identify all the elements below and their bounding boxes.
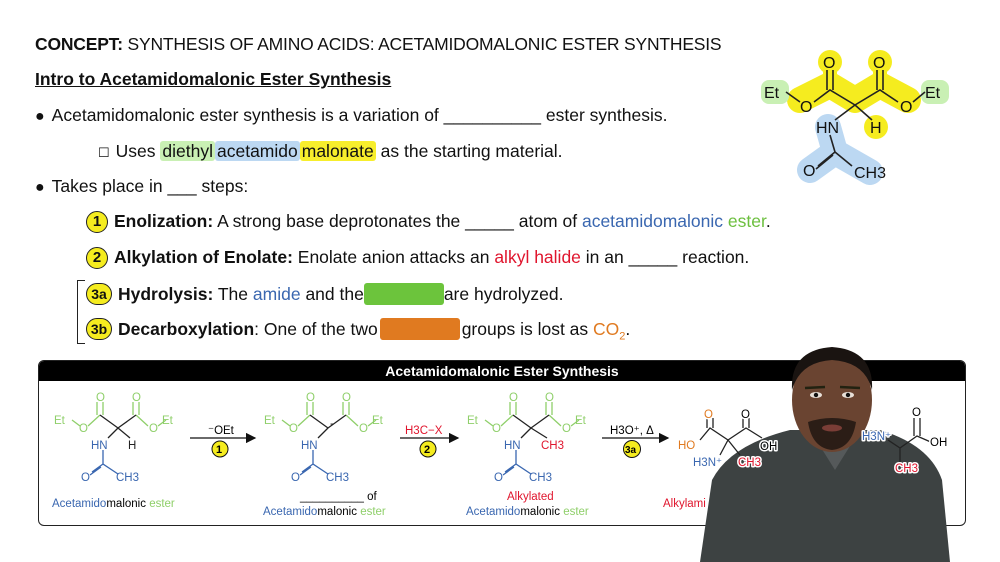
atom-et: Et: [54, 415, 66, 427]
step-number-badge: 2: [86, 247, 108, 269]
atom-o: O: [359, 423, 368, 435]
ch-bond: [117, 427, 131, 439]
atom-et: Et: [264, 415, 276, 427]
svg-text:Et: Et: [764, 85, 780, 102]
svg-text:H3N⁺: H3N⁺: [693, 457, 722, 469]
bullet-steps: ●Takes place in ___ steps:: [35, 176, 249, 196]
svg-text:OH: OH: [930, 437, 947, 449]
atom-o: O: [492, 423, 501, 435]
svg-text:CH3: CH3: [854, 165, 886, 182]
green-blank-box: [363, 283, 444, 305]
acetamidomalonate-structure: Et O O O O Et HN H O CH3: [761, 50, 949, 185]
panel-title: Acetamidomalonic Ester Synthesis: [39, 361, 965, 381]
atom-o: O: [81, 472, 90, 484]
svg-text:H3N⁺: H3N⁺: [862, 431, 891, 443]
ester-bonds: [281, 402, 377, 427]
svg-text:O: O: [912, 407, 921, 419]
atom-o: O: [149, 423, 158, 435]
atom-o: O: [342, 392, 351, 404]
bracket: [77, 280, 85, 344]
svg-text:CH3: CH3: [895, 463, 918, 475]
atom-hn: HN: [91, 440, 108, 452]
svg-text:O: O: [704, 409, 713, 421]
atom-o: O: [79, 423, 88, 435]
atom-o: O: [132, 392, 141, 404]
svg-text:3a: 3a: [625, 445, 637, 456]
atom-o: O: [291, 472, 300, 484]
hydrolysis-product: O O HO OH H3N⁺ CH3: [677, 408, 779, 471]
label-alkylated-ester: Acetamidomalonic ester: [466, 506, 589, 518]
svg-text:O: O: [800, 99, 812, 116]
svg-text:1: 1: [216, 444, 222, 456]
svg-text:O: O: [900, 99, 912, 116]
atom-o: O: [509, 392, 518, 404]
amide-bonds: [502, 450, 532, 476]
svg-text:Et: Et: [925, 85, 941, 102]
ester-bonds: [71, 402, 167, 427]
atom-o: O: [545, 392, 554, 404]
atom-o: O: [562, 423, 571, 435]
atom-h: H: [128, 440, 136, 452]
backbone-bonds: [309, 414, 347, 439]
svg-text:CH3: CH3: [738, 457, 761, 469]
atom-o: O: [494, 472, 503, 484]
svg-text:O: O: [803, 163, 815, 180]
reagent-acid-heat: H3O⁺, Δ: [610, 425, 654, 437]
atom-ch3: CH3: [116, 472, 139, 484]
atom-ch3: CH3: [326, 472, 349, 484]
amide-bonds: [299, 450, 329, 476]
step-number-badge: 3b: [86, 318, 112, 340]
atom-ch3: CH3: [529, 472, 552, 484]
label-alkylamino: Alkylami: [663, 498, 706, 510]
svg-text:HN: HN: [816, 120, 839, 137]
reagent-ethoxide: ⁻OEt: [208, 425, 235, 437]
bullet-variation: ●Acetamidomalonic ester synthesis is a v…: [35, 105, 668, 125]
amide-bonds: [89, 450, 119, 476]
section-subtitle: Intro to Acetamidomalonic Ester Synthesi…: [35, 69, 392, 89]
atom-hn: HN: [301, 440, 318, 452]
atom-hn: HN: [504, 440, 521, 452]
amino-acid-product: O OH H3N⁺ CH3: [861, 406, 949, 477]
synthesis-scheme-panel: Acetamidomalonic Ester Synthesis: [38, 360, 966, 526]
atom-o: O: [96, 392, 105, 404]
label-blank: __________ of: [299, 491, 378, 503]
label-enolate: Acetamidomalonic ester: [263, 506, 386, 518]
svg-text:2: 2: [424, 444, 430, 456]
atom-et: Et: [467, 415, 479, 427]
backbone-bonds: [99, 414, 137, 439]
presenter-video: [700, 347, 950, 562]
svg-text:HO: HO: [678, 440, 695, 452]
atom-o: O: [306, 392, 315, 404]
svg-text:OH: OH: [760, 441, 777, 453]
step-number-badge: 1: [86, 211, 108, 233]
label-acetamidomalonic-ester: Acetamidomalonic ester: [52, 498, 175, 510]
page-title: CONCEPT: SYNTHESIS OF AMINO ACIDS: ACETA…: [35, 34, 722, 54]
atom-ch3-alkyl: CH3: [541, 440, 564, 452]
svg-text:H: H: [870, 120, 882, 137]
svg-text:O: O: [873, 55, 885, 72]
svg-text:O: O: [823, 55, 835, 72]
atom-et: Et: [575, 415, 587, 427]
label-alkylated: Alkylated: [507, 491, 554, 503]
atom-o: O: [289, 423, 298, 435]
atom-et: Et: [162, 415, 174, 427]
step-number-badge: 3a: [86, 283, 112, 305]
ester-bonds: [484, 402, 580, 427]
orange-blank-box: [379, 318, 460, 340]
c-ch3-bond: [530, 427, 548, 439]
svg-text:O: O: [741, 409, 750, 421]
carbanion-charge: -: [330, 418, 334, 430]
reagent-methyl-halide: H3C−X: [405, 425, 443, 437]
atom-et: Et: [372, 415, 384, 427]
backbone-bonds: [512, 414, 550, 439]
